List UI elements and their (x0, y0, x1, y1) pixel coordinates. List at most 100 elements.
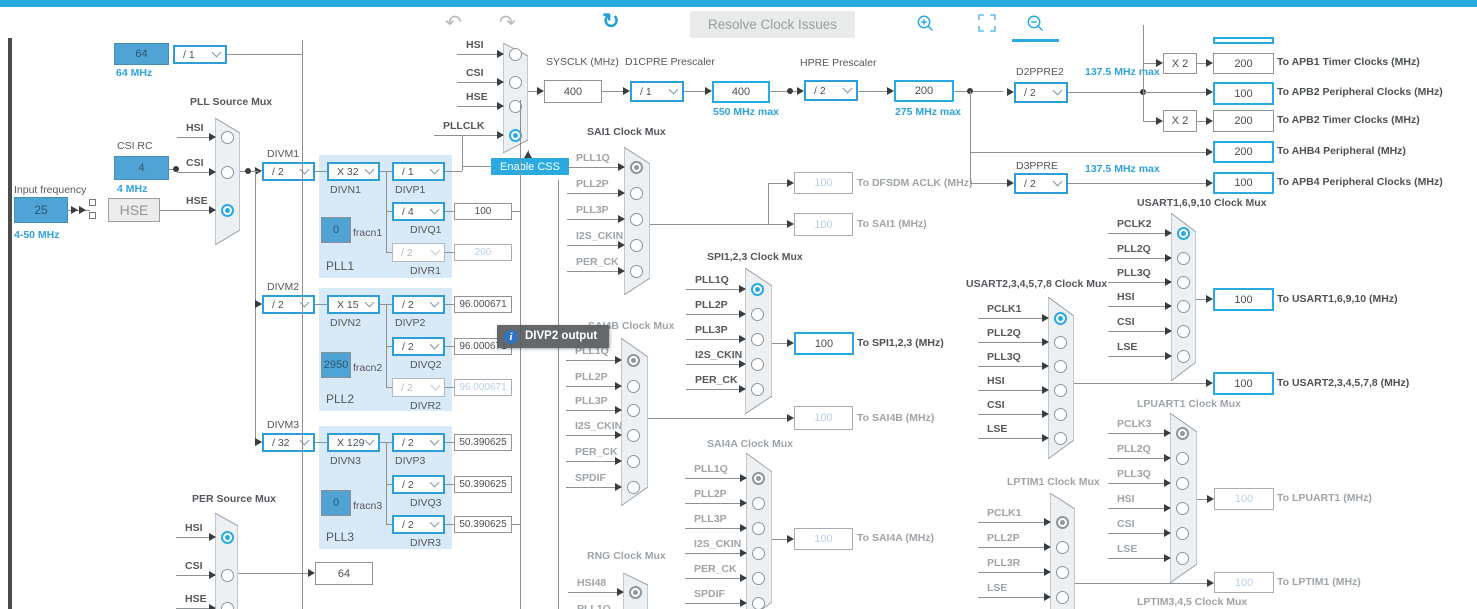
fracn3-value-box[interactable]: 0 (321, 490, 351, 516)
hpre-dropdown[interactable]: / 2 (804, 80, 858, 101)
chevron-down-icon (364, 435, 375, 446)
usart16910-input-radio-lse[interactable] (1177, 350, 1190, 363)
wire (978, 414, 1048, 415)
d3ppre-dropdown[interactable]: / 2 (1014, 173, 1068, 194)
divm1-dropdown[interactable]: / 2 (262, 162, 315, 181)
divr3-dropdown[interactable]: / 2 (392, 515, 445, 534)
hsi-divider-dropdown[interactable]: / 1 (173, 45, 227, 64)
usart16910-input-radio-pclk2[interactable] (1177, 227, 1190, 240)
usart234578-input-radio-pll3q[interactable] (1054, 360, 1067, 373)
spi123-input-radio-per_ck[interactable] (751, 383, 764, 396)
apb4-value-box[interactable]: 100 (1213, 172, 1274, 194)
wire (520, 100, 521, 609)
sai4a-input-radio-per_ck (752, 572, 765, 585)
pll-source-input-radio-csi[interactable] (221, 166, 234, 179)
hsi-rc-value-box[interactable]: 64 (114, 43, 169, 65)
lpuart1-input-radio-pclk3 (1176, 427, 1189, 440)
spi-value-box[interactable]: 100 (794, 332, 854, 355)
pll-source-input-radio-hse[interactable] (221, 204, 234, 217)
divq1-dropdown[interactable]: / 4 (392, 202, 445, 221)
pll-source-input-radio-hsi[interactable] (221, 131, 234, 144)
divq2-dropdown[interactable]: / 2 (392, 337, 445, 356)
usart234578-input-radio-csi[interactable] (1054, 408, 1067, 421)
d1cpre-output-box[interactable]: 400 (712, 81, 770, 103)
hpre-output-box[interactable]: 200 (894, 80, 954, 102)
chevron-down-icon (429, 204, 440, 215)
usart234578-input-radio-hsi[interactable] (1054, 384, 1067, 397)
spi123-input-radio-pll3p[interactable] (751, 333, 764, 346)
divn3-label: DIVN3 (330, 455, 361, 467)
divn3-dropdown[interactable]: X 129 (327, 433, 380, 452)
divq3-dropdown[interactable]: / 2 (392, 475, 445, 494)
divn1-dropdown[interactable]: X 32 (327, 162, 380, 181)
pll2-label: PLL2 (326, 392, 355, 406)
chevron-down-icon (1052, 176, 1063, 187)
undo-button[interactable]: ↶ (445, 13, 462, 33)
fit-to-screen-button[interactable] (978, 14, 996, 35)
fracn2-value-box[interactable]: 2950 (321, 352, 351, 378)
sai4a-input-label-i2s_ckin: I2S_CKIN (694, 538, 742, 550)
usart234578-input-label-pll2q: PLL2Q (987, 327, 1021, 339)
spi-label: To SPI1,2,3 (MHz) (857, 337, 944, 349)
sai1-input-label-pll3p: PLL3P (576, 204, 609, 216)
per-source-input-radio-hsi[interactable] (221, 531, 234, 544)
ahb4-value-box[interactable]: 200 (1213, 141, 1274, 163)
reset-clock-button[interactable]: ↻ (602, 11, 620, 32)
zoom-in-button[interactable] (916, 14, 935, 36)
wire (770, 91, 797, 92)
per-source-input-radio-hse[interactable] (221, 602, 234, 609)
divm3-dropdown[interactable]: / 32 (262, 433, 315, 452)
divm2-dropdown[interactable]: / 2 (262, 295, 315, 314)
usart234578-input-radio-pclk1[interactable] (1054, 312, 1067, 325)
divp3-dropdown[interactable]: / 2 (392, 433, 445, 452)
d1cpre-dropdown[interactable]: / 1 (630, 81, 684, 102)
sai1-input-label-i2s_ckin: I2S_CKIN (576, 230, 624, 242)
spi123-input-radio-pll2p[interactable] (751, 308, 764, 321)
divp2-tooltip: i DIVP2 output (497, 325, 610, 348)
usart234578-input-radio-pll2q[interactable] (1054, 336, 1067, 349)
enable-css-button[interactable]: Enable CSS (491, 158, 569, 175)
divp2-dropdown[interactable]: / 2 (392, 295, 445, 314)
usart1o-value-box[interactable]: 100 (1213, 288, 1274, 311)
arrowhead (739, 335, 746, 343)
wire (684, 91, 705, 92)
lpuart1-input-label-pll2q: PLL2Q (1117, 443, 1151, 455)
usart234578-input-radio-lse[interactable] (1054, 432, 1067, 445)
redo-button[interactable]: ↷ (499, 13, 516, 33)
divp1-dropdown[interactable]: / 1 (392, 162, 445, 181)
wire (686, 314, 745, 315)
fracn1-value-box[interactable]: 0 (321, 217, 351, 243)
usart16910-input-radio-csi[interactable] (1177, 325, 1190, 338)
wire (457, 106, 503, 107)
lptim1-input-label-pclk1: PCLK1 (987, 507, 1022, 519)
usart16910-input-radio-hsi[interactable] (1177, 300, 1190, 313)
input-frequency-value-box[interactable]: 25 (14, 197, 68, 223)
spi123-input-radio-pll1q[interactable] (751, 283, 764, 296)
resolve-clock-issues-button[interactable]: Resolve Clock Issues (690, 11, 855, 38)
divm3-label: DIVM3 (267, 419, 300, 431)
arrowhead (740, 574, 747, 582)
apb2p-value-box[interactable]: 100 (1213, 82, 1274, 105)
divr1-label: DIVR1 (410, 265, 441, 277)
junction-dot (787, 88, 793, 94)
arrowhead (739, 310, 746, 318)
lptim1-input-label-pll2p: PLL2P (987, 532, 1020, 544)
usart16910-input-radio-pll3q[interactable] (1177, 276, 1190, 289)
divn2-dropdown[interactable]: X 15 (327, 295, 380, 314)
sys-clock-input-radio-hse[interactable] (509, 100, 522, 113)
csi-rc-value-box[interactable]: 4 (114, 156, 169, 180)
sai4a-input-radio-pll2p (752, 497, 765, 510)
spi123-input-radio-i2s_ckin[interactable] (751, 358, 764, 371)
usart234578-title: USART2,3,4,5,7,8 Clock Mux (966, 278, 1108, 290)
usart2o-value-box[interactable]: 100 (1213, 372, 1274, 395)
per-source-input-radio-csi[interactable] (221, 569, 234, 582)
apb1-peripheral-clock-box-partial[interactable] (1213, 37, 1274, 44)
d2ppre2-dropdown[interactable]: / 2 (1014, 82, 1068, 103)
zoom-out-button[interactable] (1026, 14, 1045, 36)
pll-source-title: PLL Source Mux (190, 96, 273, 108)
sai4b-input-radio-spdif (627, 481, 640, 494)
usart16910-input-radio-pll2q[interactable] (1177, 252, 1190, 265)
sys-clock-input-radio-hsi[interactable] (509, 48, 522, 61)
sys-clock-input-radio-pllclk[interactable] (509, 129, 522, 142)
sys-clock-input-radio-csi[interactable] (509, 76, 522, 89)
